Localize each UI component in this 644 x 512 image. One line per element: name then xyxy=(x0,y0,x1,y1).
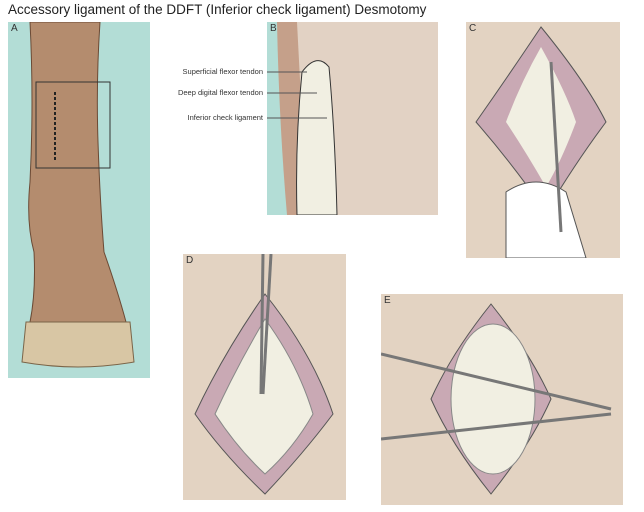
transection-illustration xyxy=(381,303,612,495)
panel-a-label: A xyxy=(11,23,18,34)
incision-illustration xyxy=(475,26,607,258)
figure-title: Accessory ligament of the DDFT (Inferior… xyxy=(8,2,427,17)
panel-d-label: D xyxy=(186,255,194,266)
callout-deep-digital-flexor-tendon: Deep digital flexor tendon xyxy=(177,88,263,97)
panel-b-label: B xyxy=(270,23,277,34)
panel-c-incision: C xyxy=(466,22,620,258)
callout-inferior-check-ligament: Inferior check ligament xyxy=(187,113,263,122)
panel-c-label: C xyxy=(469,23,477,34)
panel-b-anatomy: B xyxy=(267,22,438,215)
panel-e-transection: E xyxy=(381,294,623,505)
tendon-anatomy-illustration xyxy=(267,22,438,215)
panel-d-separation: D xyxy=(183,254,346,500)
panel-e-label: E xyxy=(384,295,391,306)
panel-a-leg-overview: A xyxy=(8,22,150,378)
callout-superficial-flexor-tendon: Superficial flexor tendon xyxy=(182,67,263,76)
horse-leg-illustration xyxy=(21,22,135,368)
separation-illustration xyxy=(194,254,334,495)
